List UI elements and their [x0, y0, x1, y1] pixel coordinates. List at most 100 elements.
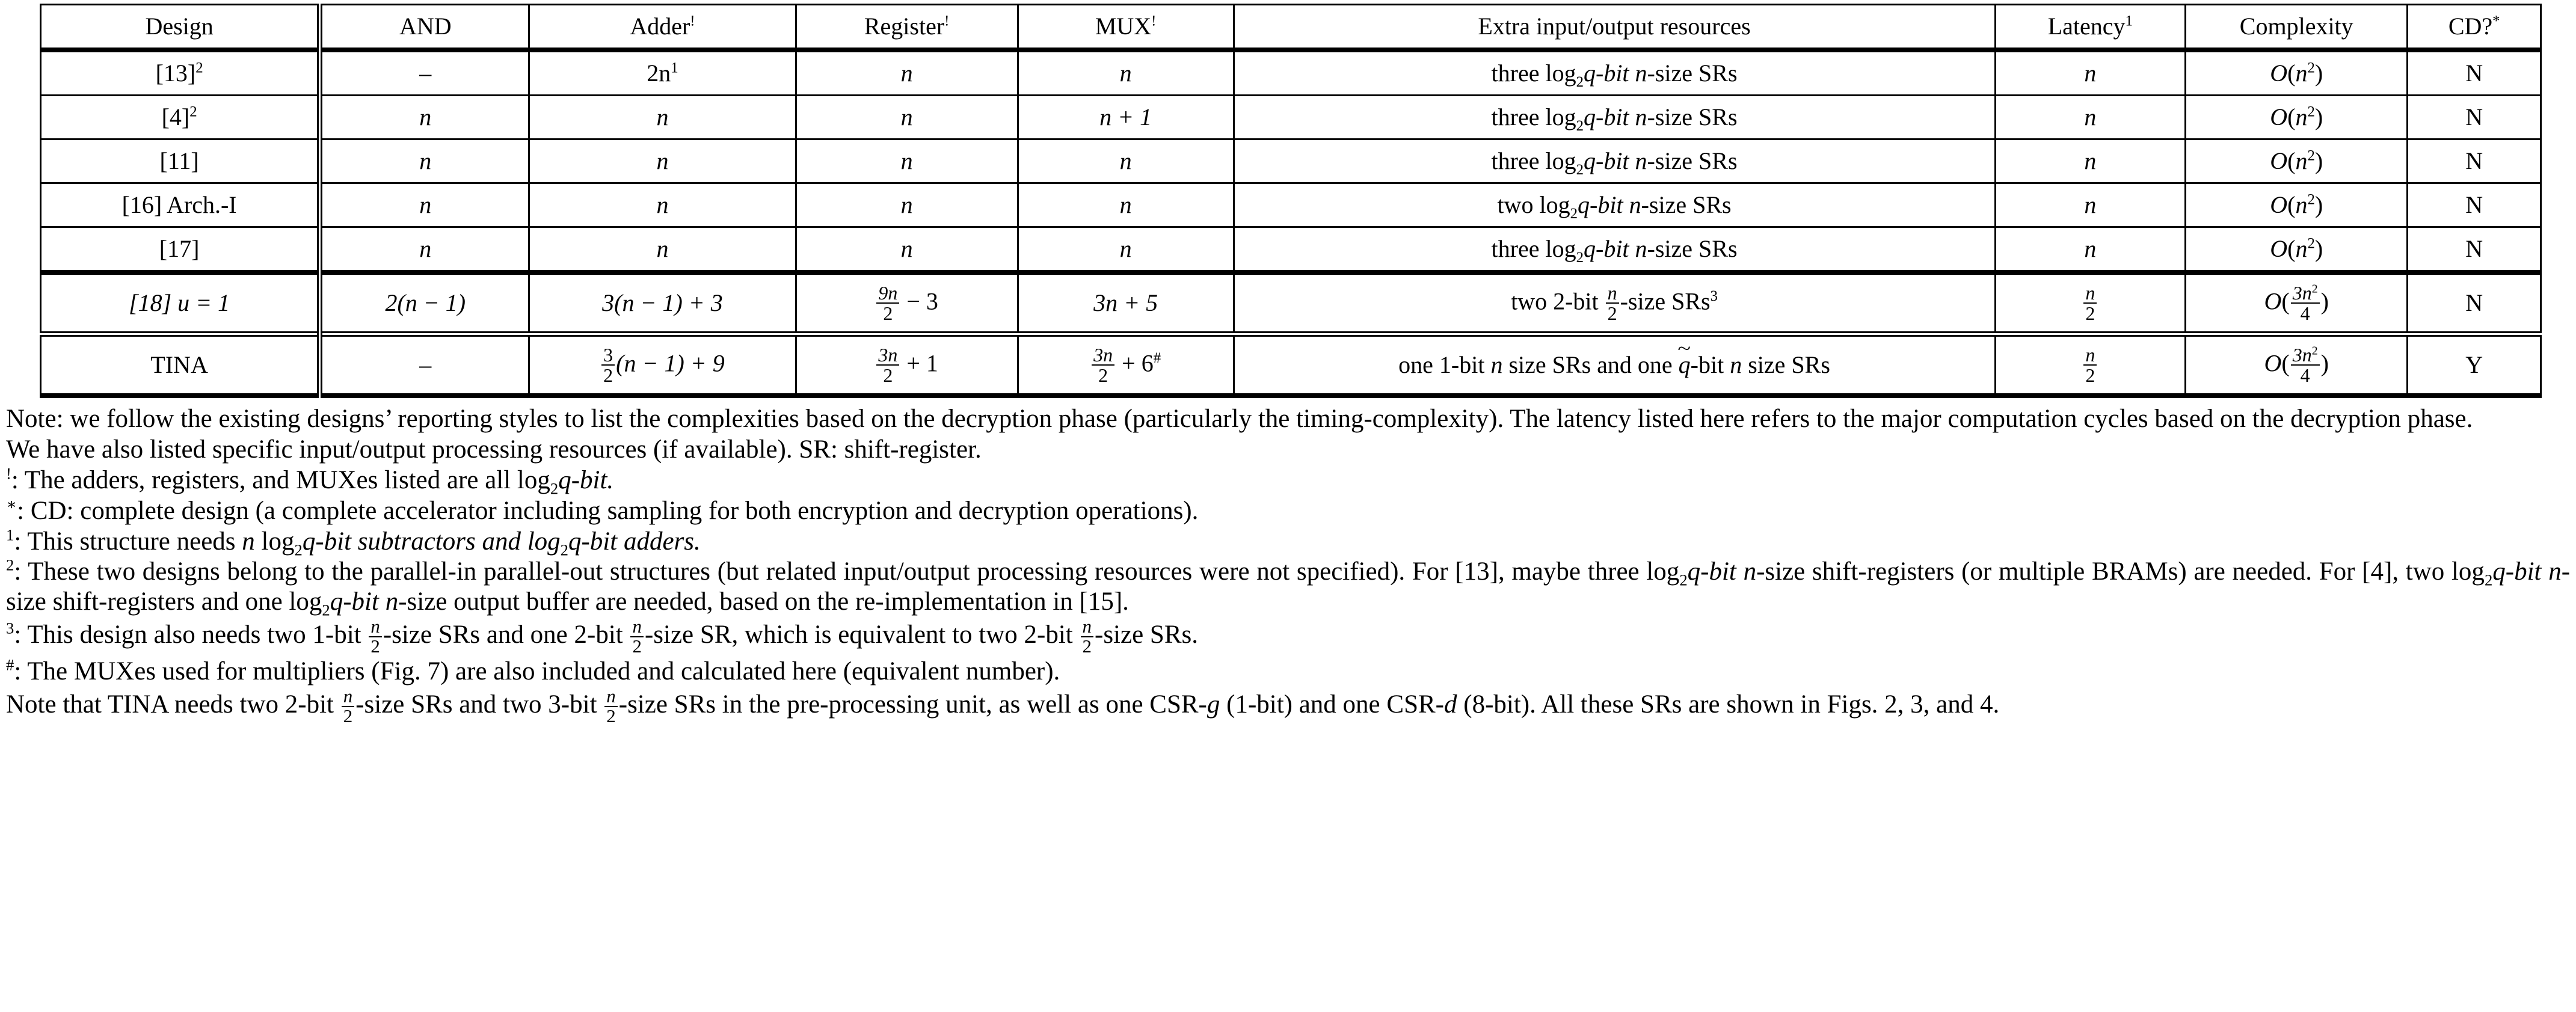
log-base: 2 — [560, 541, 568, 559]
extra-suffix: -size SRs — [1647, 60, 1738, 87]
and-value: 2(n − 1) — [385, 289, 466, 316]
design-ref: [13] — [155, 60, 196, 87]
cell-design: [11] — [39, 138, 323, 184]
extra-prefix: three log — [1491, 103, 1576, 130]
note-shift-register: We have also listed specific input/outpu… — [6, 435, 2570, 465]
cell-complexity: O(n2) — [2184, 182, 2409, 228]
note-sr-text: We have also listed specific input/outpu… — [6, 435, 982, 464]
latency-value: n — [2084, 191, 2097, 218]
cd-value: N — [2465, 235, 2483, 262]
header-mux: MUX! — [1016, 4, 1235, 51]
csr-g-var: g — [1207, 690, 1220, 719]
extra-part-d: size SRs — [1742, 351, 1830, 378]
note-text-d: (1-bit) and one CSR- — [1220, 690, 1444, 719]
extra-suffix: -size SRs — [1647, 147, 1738, 174]
footnote-text-b: q-bit. — [558, 465, 614, 494]
extra-suffix: -size SRs — [1620, 287, 1711, 315]
adder-value: n — [656, 191, 669, 218]
header-row: Design AND Adder! Register! MUX! Extra i… — [39, 4, 2542, 51]
complexity-exp: 2 — [2307, 147, 2315, 164]
complexity-var: n — [2295, 103, 2308, 130]
header-cd: CD?* — [2406, 4, 2542, 51]
cell-and: 2(n − 1) — [319, 270, 530, 337]
cell-cd: N — [2406, 270, 2542, 337]
fraction-numerator: n — [370, 616, 380, 637]
extra-suffix: -size SRs — [1641, 191, 1732, 218]
cell-extra: one 1-bit n size SRs and one q-bit n siz… — [1232, 331, 1996, 398]
header-mux-label: MUX — [1095, 13, 1152, 40]
cell-latency: n — [1994, 182, 2187, 228]
cd-value: N — [2465, 289, 2483, 316]
footnote-text-a: : The adders, registers, and MUXes liste… — [11, 465, 550, 494]
cell-and: – — [319, 331, 530, 398]
register-value: n — [900, 147, 913, 174]
csr-d-var: d — [1444, 690, 1457, 719]
design-ref: TINA — [150, 351, 208, 378]
cell-adder: n — [528, 182, 797, 228]
cell-complexity: O(n2) — [2184, 226, 2409, 274]
footnote-mark: ! — [6, 464, 11, 483]
note-main: Note: we follow the existing designs’ re… — [6, 404, 2570, 434]
adder-footnote-mark: 1 — [671, 60, 678, 76]
extra-var: n — [1635, 60, 1647, 87]
extra-var: n — [1629, 191, 1641, 218]
extra-mid: q-bit — [1584, 103, 1635, 130]
design-ref: [18] u = 1 — [129, 289, 230, 316]
design-ref: [4] — [161, 103, 190, 130]
fraction-denominator: 2 — [1605, 302, 1619, 323]
footnote-text-b: log — [254, 527, 295, 556]
cell-adder: n — [528, 138, 797, 184]
latency-value: n — [2084, 60, 2097, 87]
cell-complexity: O(n2) — [2184, 48, 2409, 96]
table-row: [17] n n n n three log2q-bit n-size SRs … — [39, 226, 2542, 274]
cell-design: [13]2 — [39, 48, 323, 96]
footnote-text: : The MUXes used for multipliers (Fig. 7… — [14, 657, 1060, 686]
cd-value: N — [2465, 60, 2483, 87]
extra-mid: q-bit — [1584, 60, 1635, 87]
header-complexity-label: Complexity — [2239, 13, 2353, 40]
fraction-numerator: 9n — [878, 282, 898, 304]
complexity-exp: 2 — [2307, 235, 2315, 252]
adder-value: n — [656, 103, 669, 130]
design-footnote-mark: 2 — [189, 103, 197, 120]
mux-value: n — [1119, 191, 1132, 218]
register-value: n — [900, 60, 913, 87]
cell-register: n — [795, 138, 1019, 184]
cell-latency: n — [1994, 94, 2187, 140]
complexity-var: n — [2295, 60, 2308, 87]
latency-value: n — [2084, 103, 2097, 130]
fraction-denominator: 2 — [630, 636, 644, 656]
footnote-text-d: -size SRs. — [1095, 620, 1198, 649]
register-value: n — [900, 235, 913, 262]
table-body: [13]2 – 2n1 n n three log2q-bit n-size S… — [39, 48, 2542, 398]
complexity-exp: 2 — [2307, 60, 2315, 76]
cell-and: n — [319, 226, 530, 274]
fraction-numerator: n — [2085, 344, 2095, 366]
footnote-text-c: -size shift-registers (or multiple BRAMs… — [1756, 557, 2485, 586]
extra-part-c: -bit — [1690, 351, 1730, 378]
note-main-text: Note: we follow the existing designs’ re… — [6, 405, 2473, 433]
footnote-text-b: -size SRs and one 2-bit — [383, 620, 630, 649]
fraction-denominator: 2 — [604, 705, 618, 726]
note-text-e: (8-bit). All these SRs are shown in Figs… — [1457, 690, 2000, 719]
table-row: [11] n n n n three log2q-bit n-size SRs … — [39, 138, 2542, 184]
fraction-numerator: 3 — [603, 344, 613, 366]
mux-footnote-mark: # — [1153, 350, 1161, 367]
table-notes: Note: we follow the existing designs’ re… — [4, 398, 2572, 726]
cd-value: Y — [2465, 351, 2483, 378]
fraction-denominator: 4 — [2290, 302, 2320, 323]
and-value: n — [419, 103, 432, 130]
header-adder: Adder! — [528, 4, 797, 51]
footnote-text-a: : This structure needs — [14, 527, 242, 556]
log-base: 2 — [550, 479, 559, 498]
extra-log-base: 2 — [1570, 206, 1578, 222]
complexity-exp: 2 — [2307, 191, 2315, 208]
cell-extra: three log2q-bit n-size SRs — [1232, 48, 1996, 96]
cell-extra: two log2q-bit n-size SRs — [1232, 182, 1996, 228]
